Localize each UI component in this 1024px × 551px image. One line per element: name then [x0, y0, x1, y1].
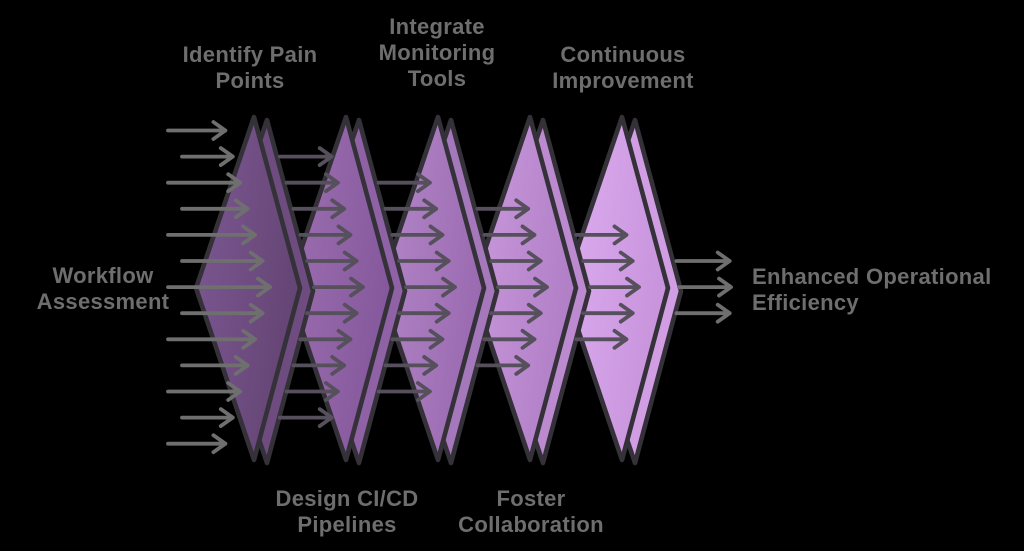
entry-arrow — [180, 250, 265, 272]
between-arrow — [397, 250, 451, 272]
between-arrow — [390, 224, 445, 246]
entry-arrow — [166, 172, 243, 194]
label-enhanced-operational-efficiency: Enhanced Operational Efficiency — [752, 264, 992, 316]
entry-arrow — [180, 407, 235, 428]
between-arrow — [284, 172, 340, 194]
between-arrow — [489, 302, 543, 324]
label-line: Assessment — [36, 289, 170, 314]
label-line: Workflow — [52, 263, 154, 288]
between-arrow — [482, 224, 537, 246]
entry-arrow — [166, 276, 272, 298]
entry-arrow — [180, 146, 235, 167]
label-line: Continuous — [560, 42, 686, 67]
exit-arrow — [677, 276, 733, 298]
label-line: Collaboration — [458, 512, 604, 537]
label-integrate-monitoring-tools: Integrate Monitoring Tools — [379, 14, 496, 92]
between-arrow — [305, 302, 359, 324]
label-line: Monitoring — [378, 40, 496, 65]
label-line: Foster — [496, 486, 566, 511]
between-arrow — [291, 355, 347, 376]
label-line: Improvement — [552, 68, 694, 93]
entry-arrow — [166, 433, 228, 455]
entry-arrow — [166, 224, 257, 246]
between-arrow — [312, 276, 365, 298]
between-arrow — [574, 224, 629, 246]
exit-arrow — [674, 250, 732, 272]
between-arrow — [489, 250, 543, 272]
between-arrow — [390, 328, 445, 350]
between-arrow — [397, 302, 451, 324]
between-arrow — [581, 302, 635, 324]
between-arrow — [574, 328, 629, 350]
between-arrow — [588, 276, 641, 298]
label-design-cicd-pipelines: Design CI/CD Pipelines — [276, 486, 419, 538]
between-arrow — [277, 146, 334, 167]
stage-diamond-identify-pain-points — [193, 114, 316, 466]
entry-arrow — [166, 328, 257, 350]
exit-arrow — [674, 302, 732, 324]
label-line: Design CI/CD — [275, 486, 419, 511]
between-arrow — [277, 407, 334, 428]
between-arrow — [475, 355, 531, 376]
entry-arrow — [166, 120, 228, 141]
entry-arrow — [180, 198, 250, 220]
between-arrow — [581, 250, 635, 272]
label-foster-collaboration: Foster Collaboration — [458, 486, 604, 538]
label-line: Points — [215, 68, 285, 93]
label-line: Tools — [407, 66, 467, 91]
between-arrow — [298, 224, 353, 246]
between-arrow — [284, 381, 340, 402]
between-arrow — [376, 381, 432, 402]
label-line: Pipelines — [297, 512, 397, 537]
between-arrow — [482, 328, 537, 350]
between-arrow — [475, 198, 531, 220]
label-workflow-assessment: Workflow Assessment — [37, 263, 170, 315]
between-arrow — [404, 276, 457, 298]
entry-arrow — [180, 302, 265, 324]
between-arrow — [383, 355, 439, 376]
between-arrow — [383, 198, 439, 220]
label-line: Efficiency — [752, 290, 859, 315]
flow-arrows — [166, 120, 733, 455]
entry-arrow — [180, 355, 250, 376]
between-arrow — [291, 198, 347, 220]
entry-arrow — [166, 381, 243, 402]
label-continuous-improvement: Continuous Improvement — [552, 42, 693, 94]
between-arrow — [496, 276, 549, 298]
between-arrow — [298, 328, 353, 350]
label-identify-pain-points: Identify Pain Points — [183, 42, 318, 94]
label-line: Identify Pain — [182, 42, 318, 67]
label-line: Enhanced Operational — [752, 264, 992, 289]
between-arrow — [376, 172, 432, 194]
label-line: Integrate — [389, 14, 485, 39]
between-arrow — [305, 250, 359, 272]
